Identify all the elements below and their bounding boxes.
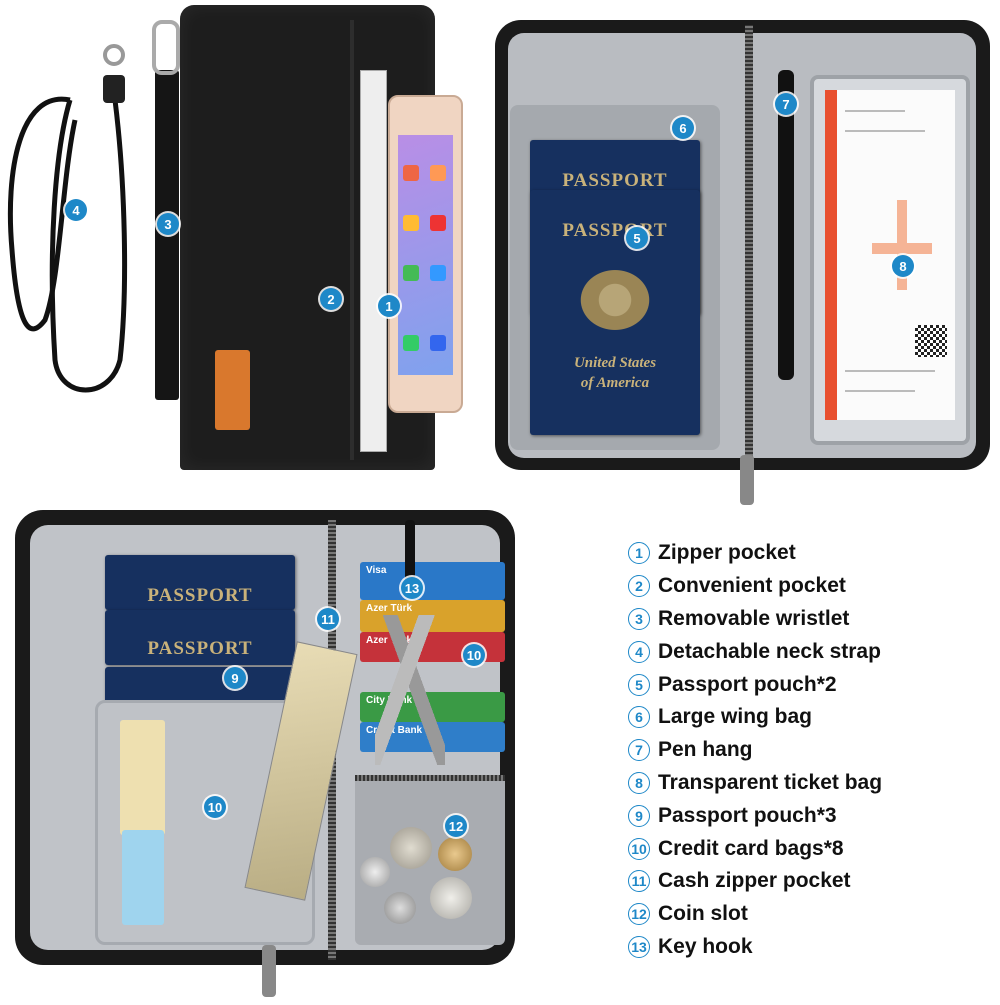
phone-screen [398, 135, 453, 375]
badge-11: 11 [317, 608, 339, 630]
legend-number: 12 [628, 903, 650, 926]
legend-label: Passport pouch*2 [658, 672, 837, 696]
brand-tab [215, 350, 250, 430]
badge-6: 6 [672, 117, 694, 139]
keys [375, 615, 445, 765]
badge-1: 1 [378, 295, 400, 317]
badge-13: 13 [401, 577, 423, 599]
coin-2 [438, 837, 472, 871]
badge-5: 5 [626, 227, 648, 249]
wristlet-strap [155, 70, 179, 400]
legend-item: 9 Passport pouch*3 [628, 799, 882, 832]
legend-label: Zipper pocket [658, 541, 796, 565]
legend-item: 13 Key hook [628, 931, 882, 964]
qr-code [915, 325, 947, 357]
legend-label: Removable wristlet [658, 606, 850, 630]
legend-item: 10 Credit card bags*8 [628, 832, 882, 865]
legend-item: 4 Detachable neck strap [628, 635, 882, 668]
badge-4: 4 [65, 199, 87, 221]
key-lanyard [405, 520, 415, 590]
legend-label: Convenient pocket [658, 574, 846, 598]
badge-12: 12 [445, 815, 467, 837]
center-zipper [745, 25, 753, 490]
legend-number: 13 [628, 935, 650, 958]
legend-item: 8 Transparent ticket bag [628, 767, 882, 800]
legend-item: 7 Pen hang [628, 734, 882, 767]
badge-3: 3 [157, 213, 179, 235]
loose-card-2 [122, 830, 164, 925]
pen [778, 70, 794, 380]
legend-number: 1 [628, 542, 650, 565]
coin-5 [384, 892, 416, 924]
legend-number: 11 [628, 870, 650, 893]
coin-zipper [355, 775, 505, 781]
coin-3 [360, 857, 390, 887]
legend-number: 6 [628, 706, 650, 729]
legend-item: 5 Passport pouch*2 [628, 668, 882, 701]
legend-number: 7 [628, 739, 650, 762]
passport-slot-2: PASSPORT [105, 610, 295, 665]
zipper-pull-bottom [262, 945, 276, 997]
legend-label: Credit card bags*8 [658, 836, 844, 860]
boarding-pass [825, 90, 955, 420]
passport-eagle-seal [575, 265, 655, 335]
neck-strap [7, 44, 128, 393]
legend-label: Large wing bag [658, 705, 813, 729]
ticket-in-pocket [360, 70, 387, 452]
coin-1 [390, 827, 432, 869]
legend-item: 12 Coin slot [628, 898, 882, 931]
credit-card-1: Visa [360, 562, 505, 600]
badge-10a: 10 [204, 796, 226, 818]
closed-wallet-photo: 1 2 3 4 [0, 0, 470, 480]
legend-label: Pen hang [658, 738, 753, 762]
legend-number: 10 [628, 837, 650, 860]
passport-slot-1: PASSPORT [105, 555, 295, 610]
open-wallet-photo: PASSPORT PASSPORT United States of Ameri… [490, 15, 995, 505]
feature-legend: 1 Zipper pocket 2 Convenient pocket 3 Removab… [628, 537, 882, 963]
legend-item: 11 Cash zipper pocket [628, 865, 882, 898]
badge-9: 9 [224, 667, 246, 689]
legend-number: 2 [628, 575, 650, 598]
legend-label: Key hook [658, 934, 753, 958]
legend-item: 6 Large wing bag [628, 701, 882, 734]
legend-item: 1 Zipper pocket [628, 537, 882, 570]
legend-label: Transparent ticket bag [658, 770, 883, 794]
badge-8: 8 [892, 255, 914, 277]
passport-front: PASSPORT United States of America [530, 190, 700, 435]
legend-label: Passport pouch*3 [658, 803, 837, 827]
legend-number: 3 [628, 607, 650, 630]
zipper-pull-top [740, 455, 754, 505]
legend-item: 3 Removable wristlet [628, 603, 882, 636]
legend-number: 9 [628, 804, 650, 827]
badge-2: 2 [320, 288, 342, 310]
legend-number: 5 [628, 673, 650, 696]
cards-wallet-photo: PASSPORT PASSPORT Visa Azer Türk Azer Tü… [10, 505, 520, 1000]
legend-label: Detachable neck strap [658, 639, 881, 663]
front-pocket-seam [350, 20, 354, 460]
legend-item: 2 Convenient pocket [628, 570, 882, 603]
phone [388, 95, 463, 413]
loose-card-1 [120, 720, 165, 835]
coin-4 [430, 877, 472, 919]
legend-number: 8 [628, 771, 650, 794]
badge-7: 7 [775, 93, 797, 115]
legend-label: Cash zipper pocket [658, 869, 851, 893]
badge-10b: 10 [463, 644, 485, 666]
wristlet-clip [152, 20, 180, 75]
legend-label: Coin slot [658, 902, 748, 926]
legend-number: 4 [628, 640, 650, 663]
